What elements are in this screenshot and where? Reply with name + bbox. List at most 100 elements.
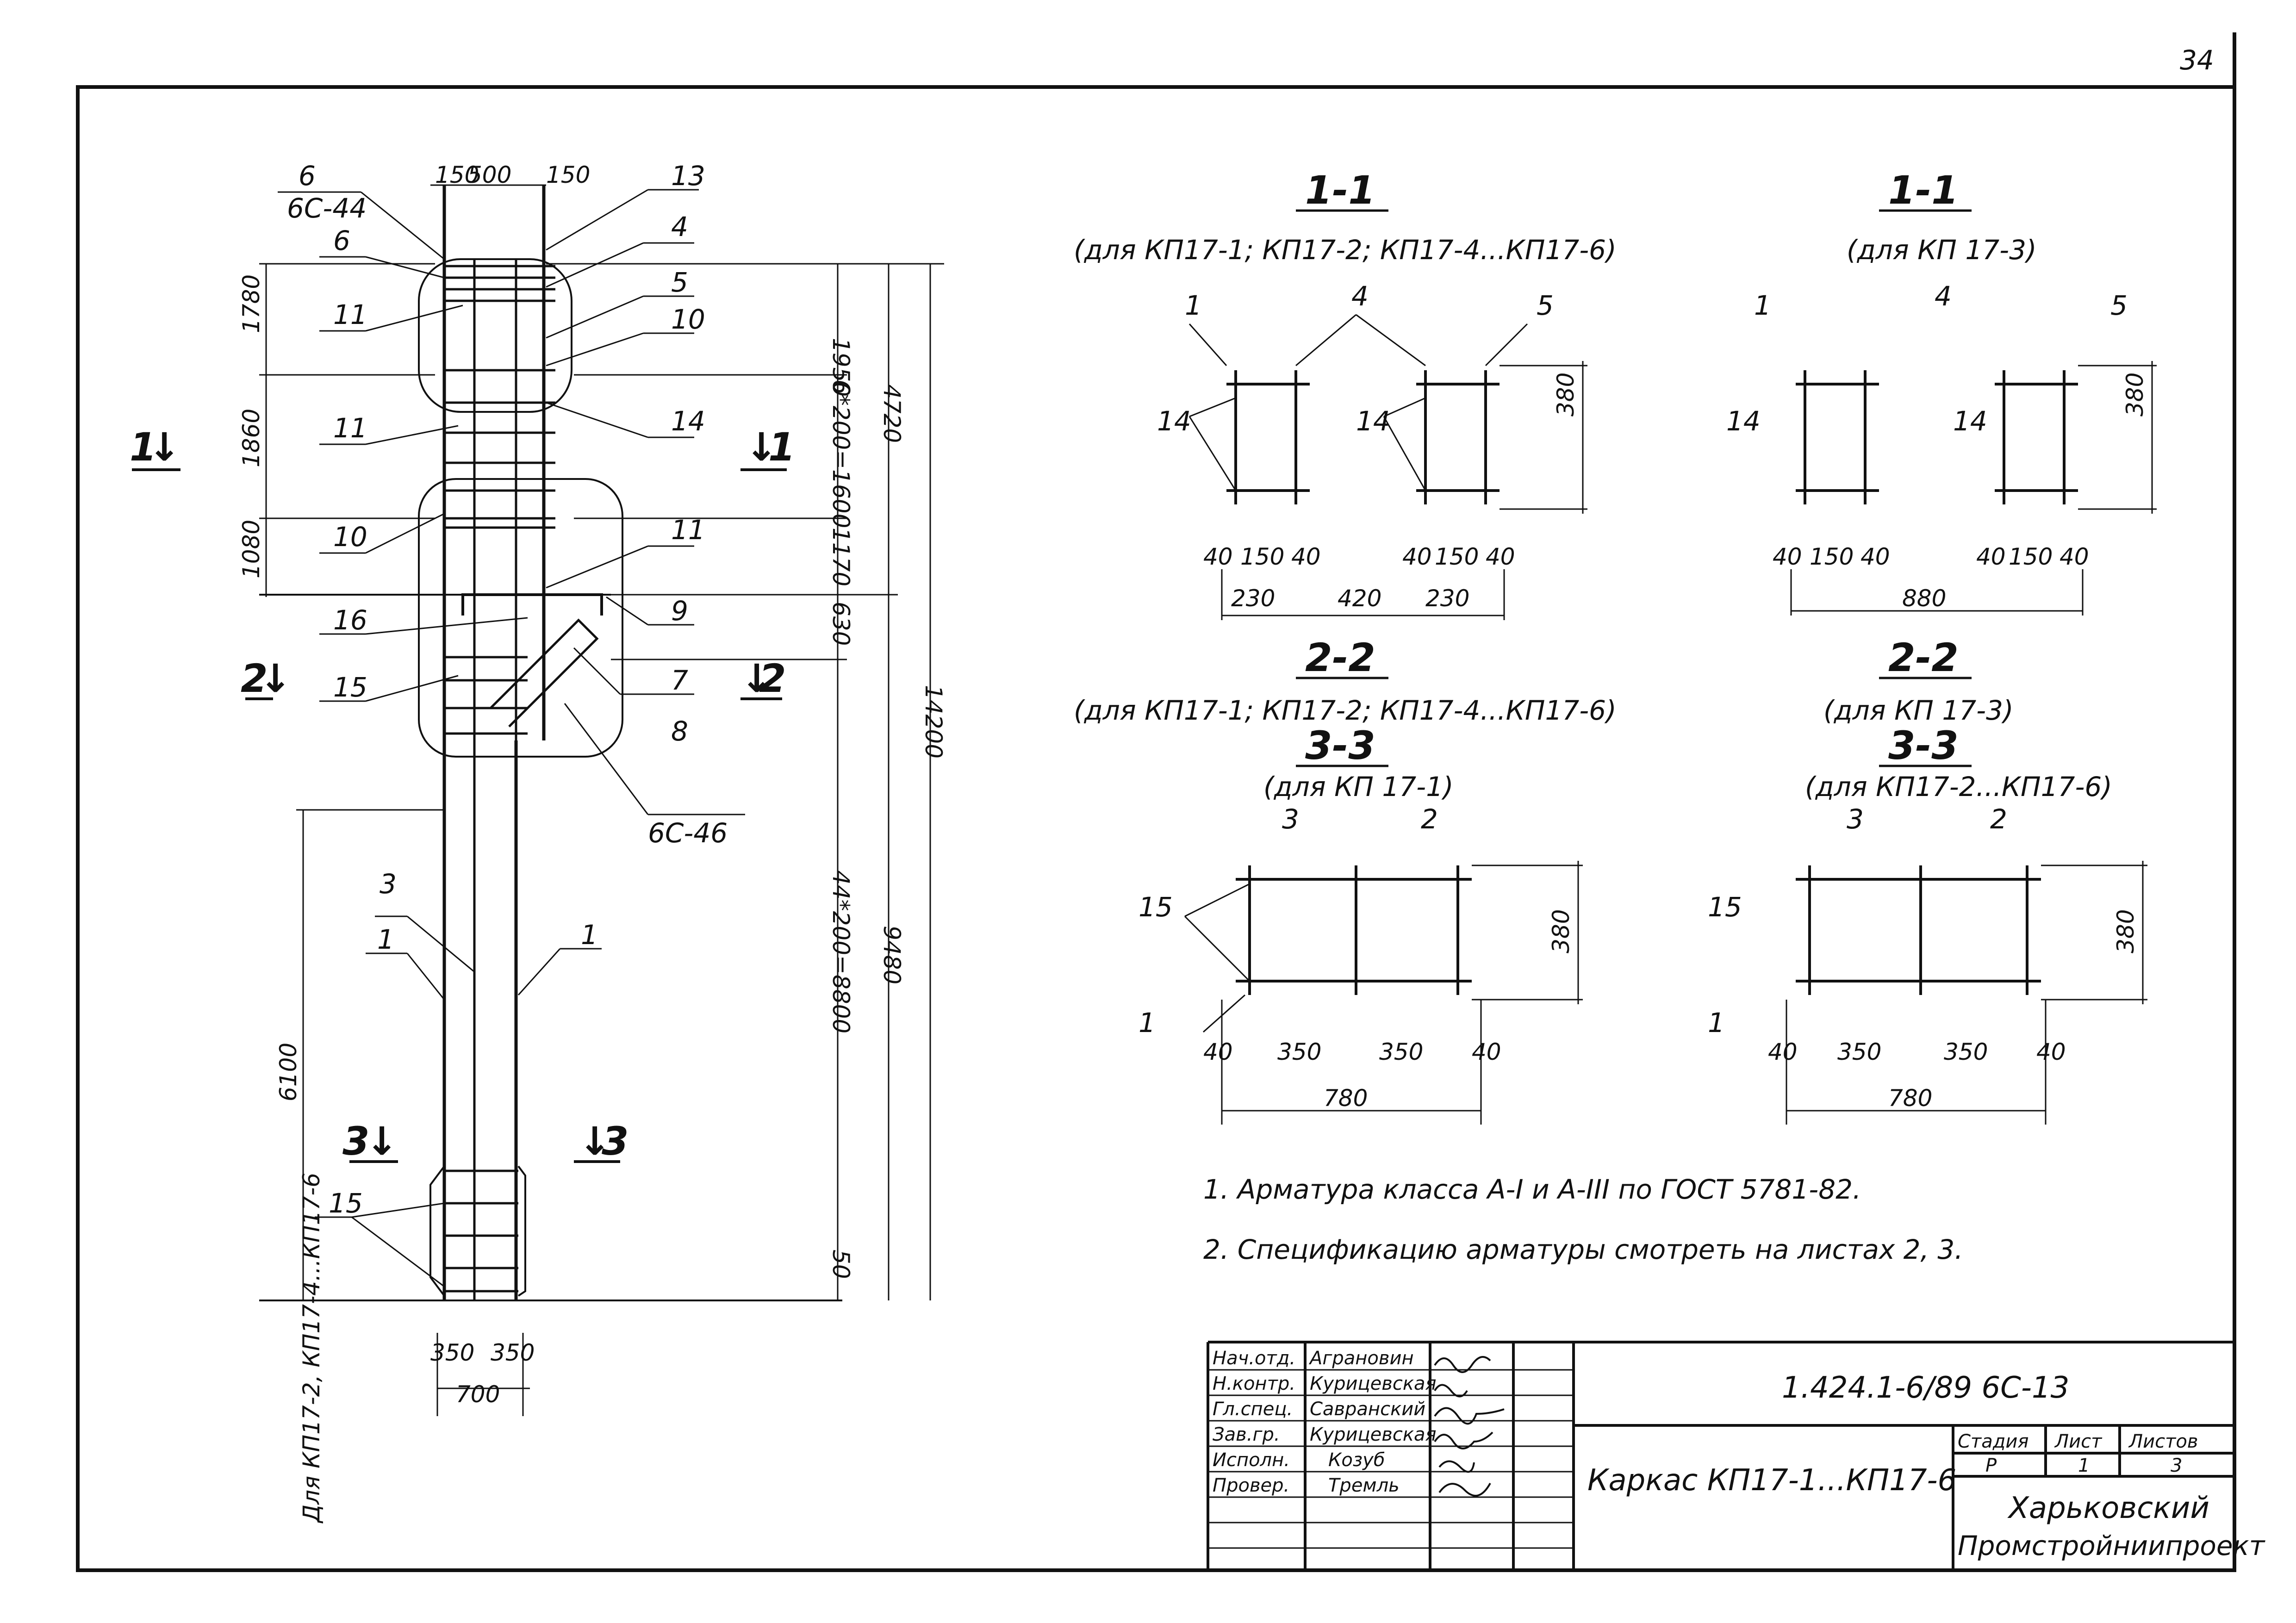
leader-label: 3 <box>380 868 397 900</box>
section-subtitle: (для КП 17-3) <box>1847 234 2037 266</box>
tb-col-head: Лист <box>2054 1431 2103 1452</box>
tb-name: Курицевская <box>1310 1424 1437 1445</box>
section-marker-num: 2 <box>759 656 786 701</box>
section-title: 3-3 <box>1888 723 1959 768</box>
section-dim: 40 <box>1402 543 1432 570</box>
leader-label: 16 <box>333 604 367 636</box>
tb-col-value: 3 <box>2171 1455 2182 1476</box>
section-label: 2 <box>1421 803 1438 835</box>
section-label: 5 <box>2110 290 2128 321</box>
section-marker-num: 3 <box>342 1119 369 1164</box>
section-dim: 780 <box>1324 1085 1368 1112</box>
tb-name: Аграновин <box>1308 1348 1414 1369</box>
section-dim: 350 <box>1277 1038 1321 1065</box>
section-label: 4 <box>1351 280 1369 312</box>
section-marker-arrow: ↓ <box>259 656 292 701</box>
section-dim: 780 <box>1888 1085 1932 1112</box>
leader-label: 6С-44 <box>287 193 367 224</box>
section-marker-num: 1 <box>130 424 156 470</box>
title-block: Нач.отд. Н.контр. Гл.спец. Зав.гр. Испол… <box>1207 1341 2266 1570</box>
dim-top: 150 <box>546 162 590 188</box>
dim-left: 6100 <box>275 1043 302 1101</box>
section-dim: 380 <box>2122 373 2148 417</box>
dim-right: 14200 <box>920 685 947 759</box>
section-subtitle: (для КП 17-3) <box>1823 695 2014 726</box>
section-dim: 40 <box>2036 1038 2066 1065</box>
section-dim: 40 <box>1768 1038 1798 1065</box>
section-dim: 150 <box>1435 543 1479 570</box>
section-marker-num: 3 <box>602 1119 628 1164</box>
leader-label: 6 <box>299 160 316 192</box>
tb-name: Козуб <box>1328 1449 1385 1471</box>
section-dim: 40 <box>1860 543 1890 570</box>
dim-right: 6*200=1600 <box>828 379 854 528</box>
section-dim: 40 <box>1291 543 1321 570</box>
leader-label: 1 <box>581 919 598 951</box>
leader-label: 6 <box>333 225 350 256</box>
section-label: 3 <box>1847 803 1864 835</box>
leader-label: 14 <box>671 405 705 437</box>
section-label: 14 <box>1356 405 1390 437</box>
dim-right: 1950 <box>828 338 854 397</box>
tb-role: Исполн. <box>1213 1449 1290 1471</box>
section-dim: 150 <box>2009 543 2053 570</box>
section-1-1-a: 1-1 (для КП17-1; КП17-2; КП17-4...КП17-6… <box>1074 168 1617 620</box>
tb-role: Зав.гр. <box>1213 1424 1280 1445</box>
vertical-note: Для КП17-2, КП17-4...КП17-6 <box>298 1173 325 1524</box>
leader-label: 11 <box>671 514 705 546</box>
tb-name: Тремль <box>1328 1475 1400 1496</box>
dim-right: 9480 <box>878 926 905 984</box>
leader-label: 9 <box>671 595 688 627</box>
section-dim: 380 <box>1552 373 1579 417</box>
section-dim: 40 <box>1486 543 1515 570</box>
section-label: 15 <box>1708 891 1742 923</box>
section-2-2-3-3-b: 2-2 (для КП 17-3) 3-3 (для КП17-2...КП17… <box>1708 635 2147 1125</box>
section-label: 1 <box>1185 290 1202 321</box>
section-dim: 40 <box>1976 543 2006 570</box>
section-dim: 420 <box>1338 585 1381 612</box>
section-label: 3 <box>1282 803 1299 835</box>
section-dim: 380 <box>1548 909 1574 953</box>
leader-label: 10 <box>333 521 367 553</box>
section-title: 1-1 <box>1305 168 1375 213</box>
tb-code: 1.424.1-6/89 6С-13 <box>1782 1371 2069 1405</box>
leader-label: 4 <box>671 211 688 243</box>
tb-name: Курицевская <box>1310 1373 1437 1394</box>
dim-bottom: 350 <box>430 1339 474 1366</box>
section-dim: 880 <box>1902 585 1946 612</box>
signatures <box>1434 1356 1505 1497</box>
tb-role: Гл.спец. <box>1213 1399 1293 1420</box>
section-dim: 40 <box>1203 543 1233 570</box>
section-dim: 350 <box>1837 1038 1881 1065</box>
section-label: 5 <box>1537 290 1554 321</box>
section-label: 1 <box>1708 1007 1725 1038</box>
dim-right: 44*200=8800 <box>828 870 854 1033</box>
section-2-2-3-3-a: 2-2 (для КП17-1; КП17-2; КП17-4...КП17-6… <box>1074 635 1617 1125</box>
section-label: 4 <box>1935 280 1952 312</box>
leader-label: 1 <box>377 924 394 955</box>
dim-right: 1170 <box>828 528 854 586</box>
section-title: 3-3 <box>1305 723 1375 768</box>
section-subtitle: (для КП17-2...КП17-6) <box>1805 771 2112 802</box>
dim-right: 4720 <box>878 384 905 443</box>
section-subtitle: (для КП 17-1) <box>1263 771 1454 802</box>
section-label: 14 <box>1953 405 1987 437</box>
note-1: 1. Арматура класса А-I и А-III по ГОСТ 5… <box>1203 1174 1861 1205</box>
leader-label: 15 <box>329 1188 363 1219</box>
section-label: 1 <box>1139 1007 1156 1038</box>
section-label: 15 <box>1139 891 1173 923</box>
section-subtitle: (для КП17-1; КП17-2; КП17-4...КП17-6) <box>1074 234 1617 266</box>
leader-label: 13 <box>671 160 705 192</box>
section-subtitle: (для КП17-1; КП17-2; КП17-4...КП17-6) <box>1074 695 1617 726</box>
section-dim: 40 <box>2060 543 2089 570</box>
leader-label: 5 <box>671 267 688 298</box>
section-label: 14 <box>1726 405 1761 437</box>
section-label: 1 <box>1754 290 1771 321</box>
section-dim: 230 <box>1425 585 1469 612</box>
leader-label: 15 <box>333 672 367 703</box>
section-dim: 350 <box>1944 1038 1988 1065</box>
section-dim: 150 <box>1810 543 1854 570</box>
tb-org: Харьковский <box>2007 1491 2209 1525</box>
section-marker-arrow: ↓ <box>148 424 180 470</box>
